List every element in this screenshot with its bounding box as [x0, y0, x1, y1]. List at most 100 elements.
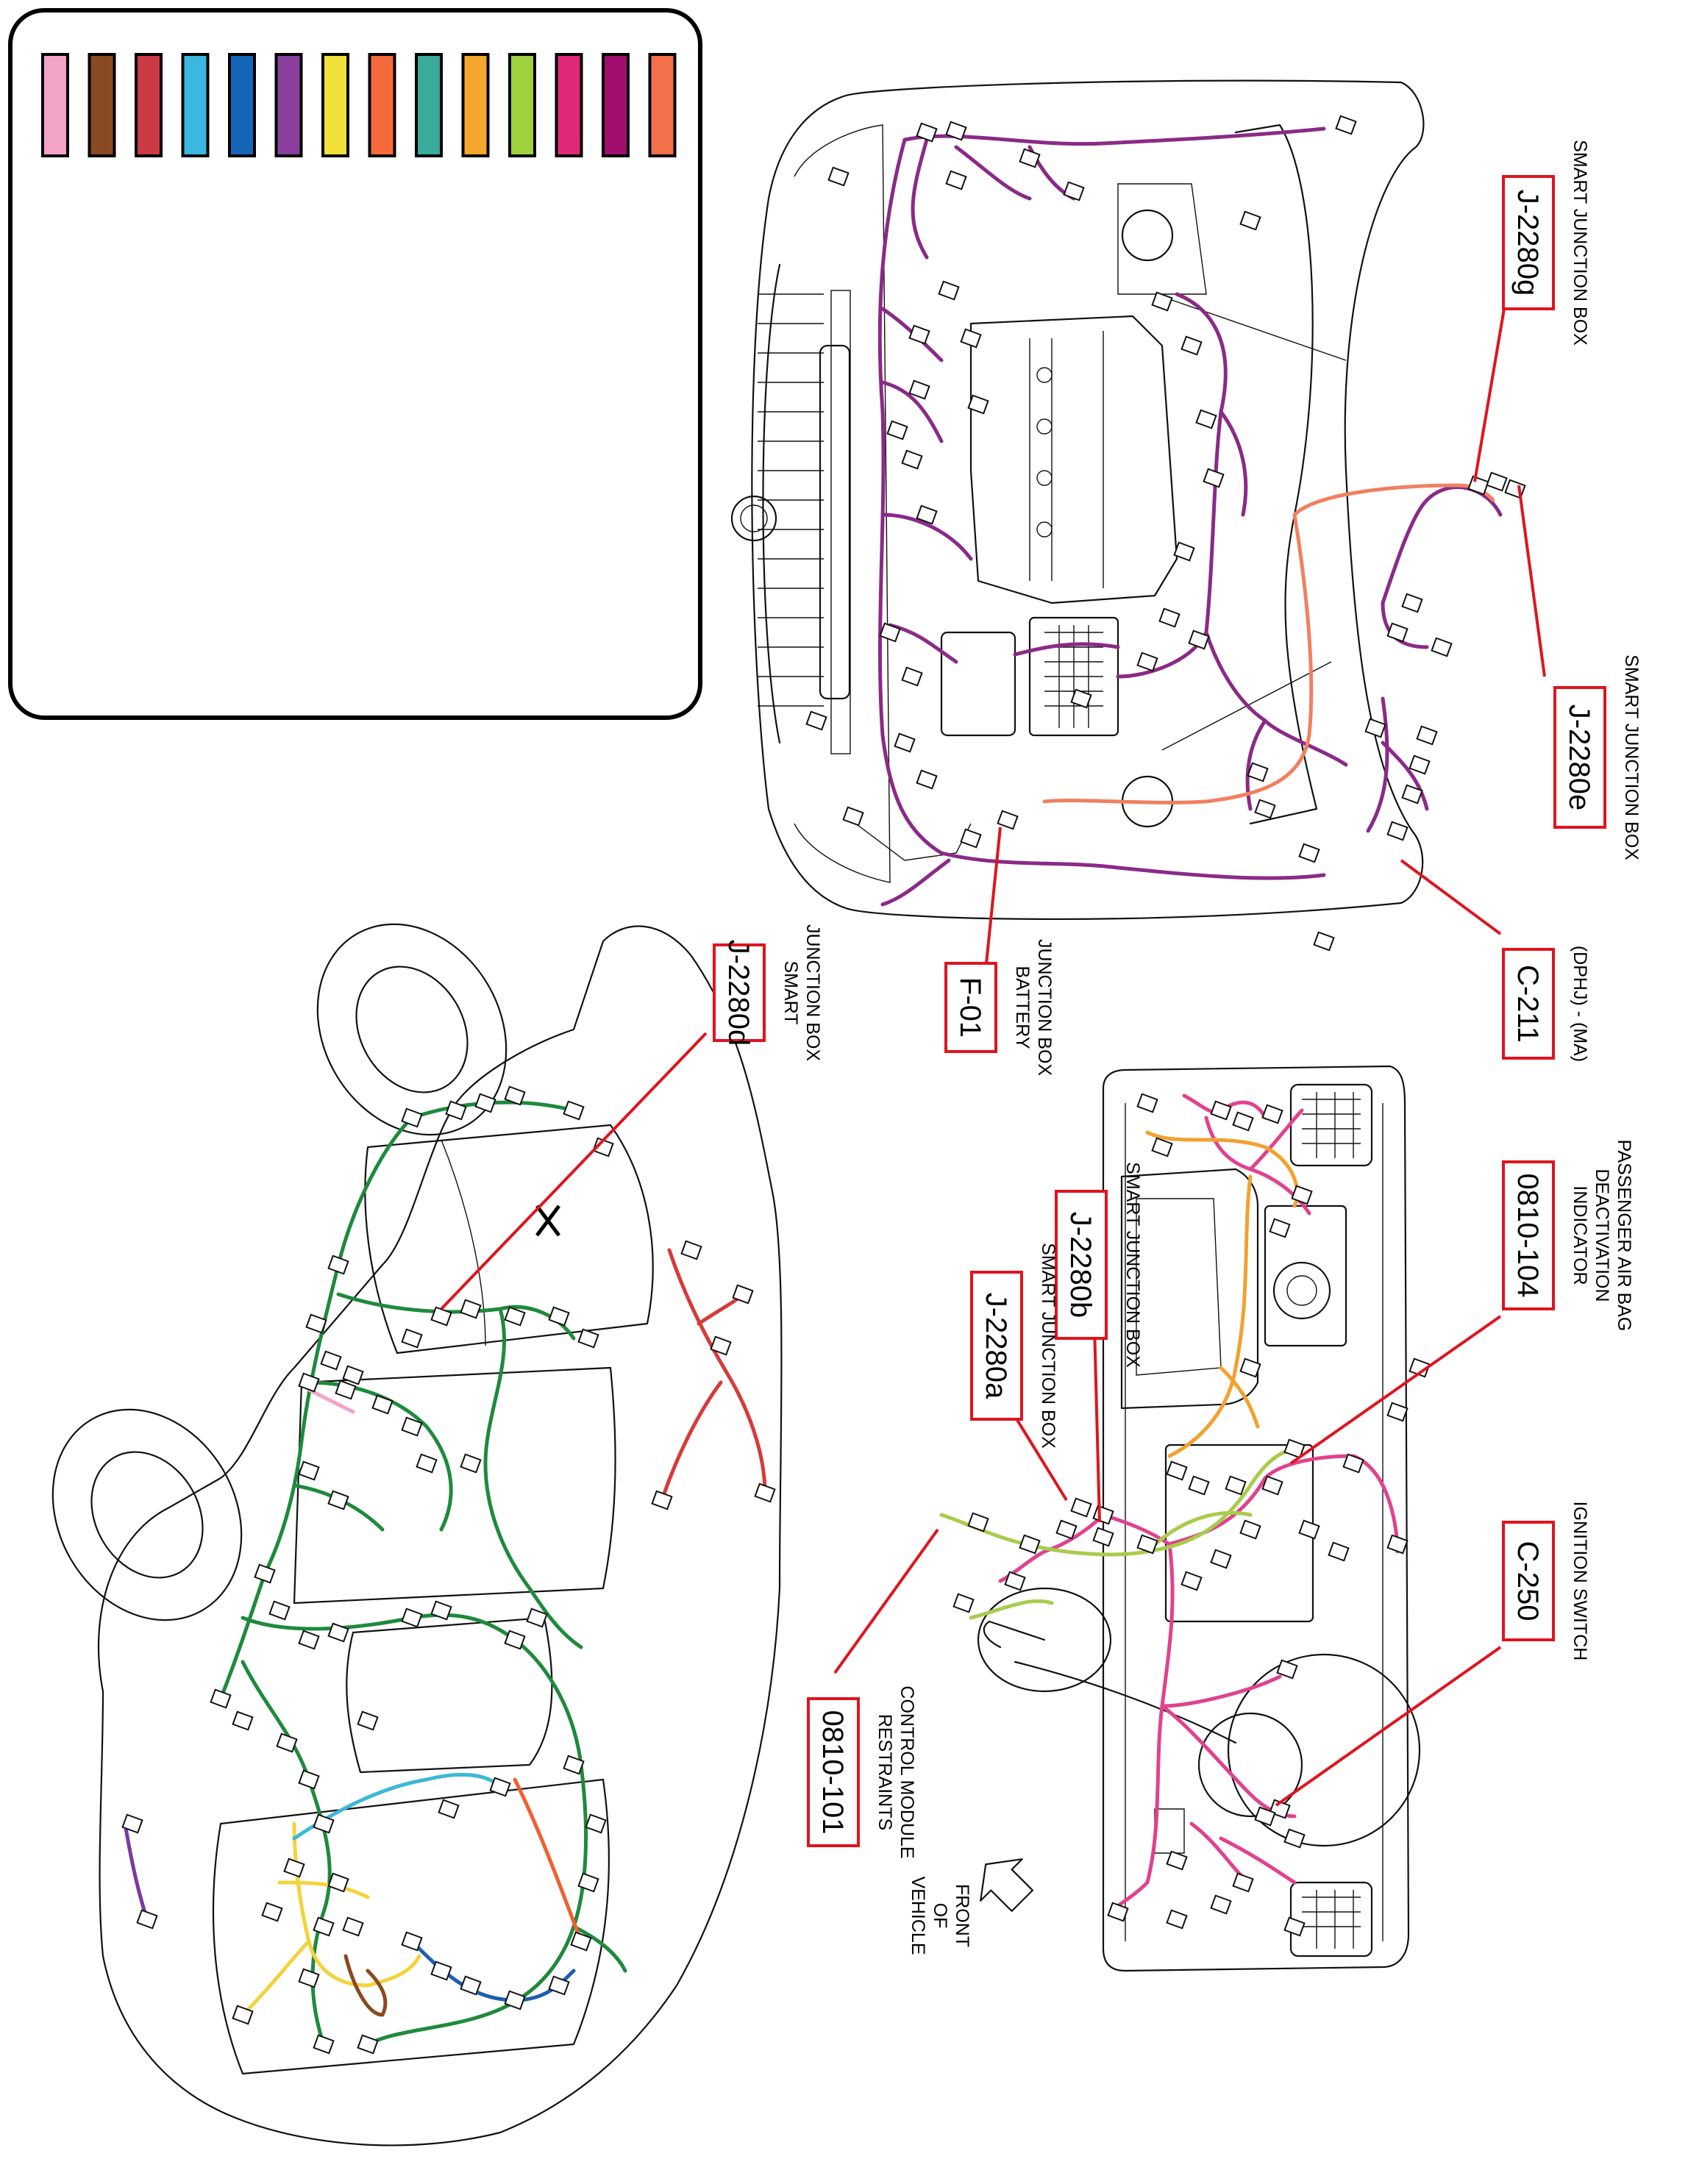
connector-icon — [1401, 784, 1423, 804]
connector-icon — [916, 504, 938, 525]
front-label-3: VEHICLE — [908, 1877, 928, 1955]
connector-icon — [232, 2005, 254, 2025]
callout-f01-desc-1: BATTERY — [1012, 966, 1033, 1049]
connector-icon — [1386, 622, 1409, 643]
callout-c211-box — [1502, 948, 1555, 1060]
callout-j2280g-desc: SMART JUNCTION BOX — [1570, 140, 1590, 346]
connector-icon — [916, 769, 938, 790]
connector-icon — [967, 394, 989, 415]
legend-swatch — [135, 53, 163, 157]
callout-j2280e-desc: SMART JUNCTION BOX — [1621, 654, 1642, 860]
legend-swatch — [368, 53, 396, 157]
connector-icon — [901, 666, 923, 687]
ip-connectors — [952, 1093, 1431, 1937]
connector-icon — [1269, 1218, 1291, 1238]
legend-swatch — [602, 53, 630, 157]
connector-icon — [313, 2034, 335, 2055]
connector-icon — [952, 1593, 975, 1613]
connector-icon — [298, 1968, 320, 1988]
connector-icon — [401, 1328, 423, 1349]
connector-icon — [460, 1975, 482, 1996]
connector-icon — [401, 1107, 423, 1128]
connector-icon — [357, 2034, 379, 2055]
callout-0810-104: 0810-104 INDICATOR DEACTIVATION PASSENGE… — [1502, 1140, 1634, 1332]
connector-icon — [805, 710, 827, 731]
connector-icon — [1136, 652, 1158, 672]
connector-icon — [1298, 843, 1320, 863]
engine-connectors — [805, 115, 1526, 952]
callout-c211-desc: (DPHJ) - (MA) — [1570, 946, 1590, 1062]
front-label-1: FRONT — [952, 1884, 972, 1947]
callout-j2280e: J-2280e SMART JUNCTION BOX — [1553, 654, 1642, 860]
engine-compartment-view — [730, 79, 1526, 952]
connector-icon — [357, 1710, 379, 1731]
connector-icon — [1386, 1534, 1409, 1555]
connector-icon — [1092, 1527, 1114, 1547]
connector-icon — [298, 1460, 320, 1481]
connector-icon — [298, 1769, 320, 1790]
connector-icon — [577, 1872, 599, 1893]
connector-icon — [1386, 1402, 1409, 1422]
callout-c250-code: C-250 — [1511, 1541, 1544, 1621]
connector-icon — [1342, 1453, 1364, 1474]
connector-icon — [827, 166, 850, 187]
legend-swatch — [228, 53, 256, 157]
connector-icon — [1151, 1137, 1173, 1157]
callout-f01-box — [944, 962, 997, 1053]
connector-icon — [1239, 1357, 1261, 1378]
body-harness-view — [51, 923, 783, 2146]
legend-swatch — [648, 53, 677, 157]
connector-icon — [945, 170, 967, 190]
connector-icon — [261, 1902, 283, 1922]
connector-icon — [460, 1299, 482, 1319]
connector-icon — [680, 1240, 702, 1260]
callout-0810-101-code: 0810-101 — [816, 1710, 849, 1834]
connector-icon — [1151, 291, 1173, 312]
legend-swatch — [555, 53, 583, 157]
callout-c211: C-211 (DPHJ) - (MA) — [1502, 946, 1590, 1062]
callout-c250: C-250 IGNITION SWITCH — [1502, 1502, 1590, 1661]
connector-icon — [577, 1328, 599, 1349]
connector-icon — [997, 810, 1019, 830]
callout-c250-desc: IGNITION SWITCH — [1570, 1502, 1590, 1661]
connector-icon — [732, 1284, 754, 1305]
connector-icon — [1203, 468, 1225, 488]
callout-f01-desc-2: JUNCTION BOX — [1034, 939, 1055, 1076]
connector-icon — [327, 1622, 349, 1643]
connector-icon — [1070, 1497, 1092, 1518]
connector-icon — [1247, 762, 1269, 782]
connector-icon — [1019, 148, 1041, 168]
connector-icon — [342, 1916, 364, 1937]
connector-icon — [1136, 1534, 1158, 1555]
connector-icon — [1004, 1571, 1026, 1591]
connector-icon — [901, 449, 923, 470]
callout-0810-104-desc-2: DEACTIVATION — [1592, 1168, 1612, 1302]
connector-icon — [342, 1365, 364, 1385]
connector-icon — [305, 1313, 327, 1334]
connector-icon — [1225, 1475, 1247, 1496]
connector-icon — [1431, 637, 1453, 657]
connector-icon — [894, 732, 916, 753]
connector-icon — [1291, 1185, 1313, 1205]
connector-icon — [1232, 1111, 1254, 1132]
connector-icon — [1210, 1100, 1232, 1121]
callout-j2280a-box — [970, 1271, 1023, 1421]
connector-icon — [327, 1255, 349, 1275]
connector-icon — [504, 1306, 526, 1327]
connector-icon — [1166, 1909, 1188, 1930]
connector-icon — [1019, 1534, 1041, 1555]
connector-icon — [916, 122, 938, 143]
callout-j2280a-code: J-2280a — [980, 1293, 1012, 1399]
connector-icon — [401, 1416, 423, 1437]
connector-icon — [327, 1490, 349, 1510]
connector-icon — [1298, 1519, 1320, 1540]
connector-icon — [908, 379, 930, 400]
connector-icon — [548, 1306, 570, 1327]
connector-icon — [563, 1755, 585, 1775]
callout-0810-104-desc-3: PASSENGER AIR BAG — [1614, 1140, 1634, 1332]
connector-icon — [1166, 1850, 1188, 1871]
leader-lines — [440, 308, 1546, 1807]
legend-swatch — [415, 53, 443, 157]
callout-0810-104-box — [1502, 1160, 1555, 1310]
connector-icon — [313, 1916, 335, 1937]
